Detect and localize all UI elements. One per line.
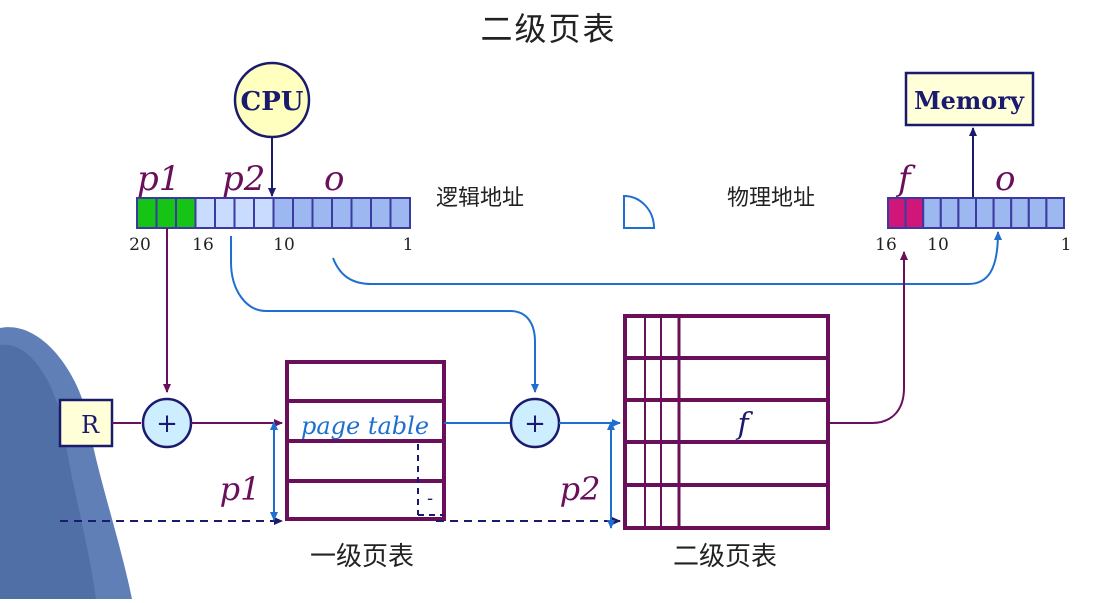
- logical-address-label: 逻辑地址: [436, 186, 524, 211]
- cpu-node: CPU: [233, 61, 311, 139]
- logical-bit-cell: [350, 197, 372, 229]
- svg-text:-: -: [427, 488, 433, 509]
- logical-field-p1: p1: [137, 159, 180, 199]
- logical-bit-cell: [175, 197, 197, 229]
- caption-level1: 一级页表: [310, 542, 414, 572]
- physical-bit-1: 1: [1061, 235, 1072, 255]
- logical-address-register: p1 p2 o 20 16 10 1: [129, 159, 413, 255]
- register-label: R: [81, 411, 100, 439]
- adder-level1: +: [141, 397, 193, 449]
- logical-bit-cell: [253, 197, 275, 229]
- logical-bit-cell: [214, 197, 236, 229]
- page-table-text: page table: [301, 412, 429, 440]
- adder-level1-symbol: +: [156, 409, 178, 439]
- memory-node: Memory: [904, 71, 1035, 127]
- logical-bit-cell: [155, 197, 177, 229]
- logical-bit-10: 10: [273, 235, 295, 255]
- logical-bit-cell: [292, 197, 314, 229]
- logical-bit-cell: [389, 197, 411, 229]
- level2-page-table: f: [623, 314, 830, 530]
- physical-bit-cell: [957, 197, 978, 229]
- offset-path: [332, 231, 1002, 285]
- physical-field-o: o: [995, 159, 1015, 199]
- memory-label: Memory: [914, 86, 1025, 115]
- p2-offset-marker: p2: [560, 421, 615, 529]
- physical-bit-cell: [1010, 197, 1030, 229]
- side-label-p1: p1: [220, 470, 261, 508]
- physical-bit-cell: [887, 197, 907, 229]
- diagram-title: 二级页表: [480, 10, 617, 48]
- logical-bit-cell: [311, 197, 333, 229]
- side-label-p2: p2: [560, 470, 601, 508]
- p1-offset-marker: p1: [220, 421, 278, 521]
- physical-bit-cell: [939, 197, 960, 229]
- quarter-circle-icon: [623, 194, 656, 229]
- logical-bit-cell: [233, 197, 255, 229]
- physical-address-label: 物理地址: [727, 186, 815, 211]
- logical-bit-cell: [194, 197, 216, 229]
- cpu-label: CPU: [241, 87, 304, 117]
- adder-level2-symbol: +: [524, 409, 546, 439]
- logical-bit-16: 16: [192, 235, 214, 255]
- frame-path: [828, 251, 908, 424]
- physical-bit-10: 10: [927, 235, 949, 255]
- physical-bit-cell: [904, 197, 925, 229]
- physical-bit-cell: [1045, 197, 1066, 229]
- physical-bit-cell: [1027, 197, 1048, 229]
- physical-address-register: f o 16 10 1: [875, 159, 1071, 255]
- level1-page-table: page table -: [285, 360, 446, 521]
- logical-bit-cell: [272, 197, 294, 229]
- logical-bit-cell: [136, 197, 158, 229]
- logical-bit-1: 1: [403, 235, 414, 255]
- logical-field-p2: p2: [222, 159, 265, 199]
- caption-level2: 二级页表: [673, 542, 777, 572]
- logical-bit-20: 20: [129, 235, 151, 255]
- presenter-silhouette: [0, 327, 132, 599]
- physical-bit-cell: [922, 197, 942, 229]
- p2-path: [230, 236, 539, 393]
- adder-level2: +: [509, 397, 561, 449]
- logical-bit-cell: [331, 197, 353, 229]
- logical-field-o: o: [324, 159, 344, 199]
- page-table-base-register: R: [58, 398, 114, 448]
- physical-bit-cell: [992, 197, 1013, 229]
- physical-field-f: f: [895, 159, 916, 199]
- physical-bit-cell: [975, 197, 995, 229]
- logical-bit-cell: [370, 197, 392, 229]
- physical-bit-16: 16: [875, 235, 897, 255]
